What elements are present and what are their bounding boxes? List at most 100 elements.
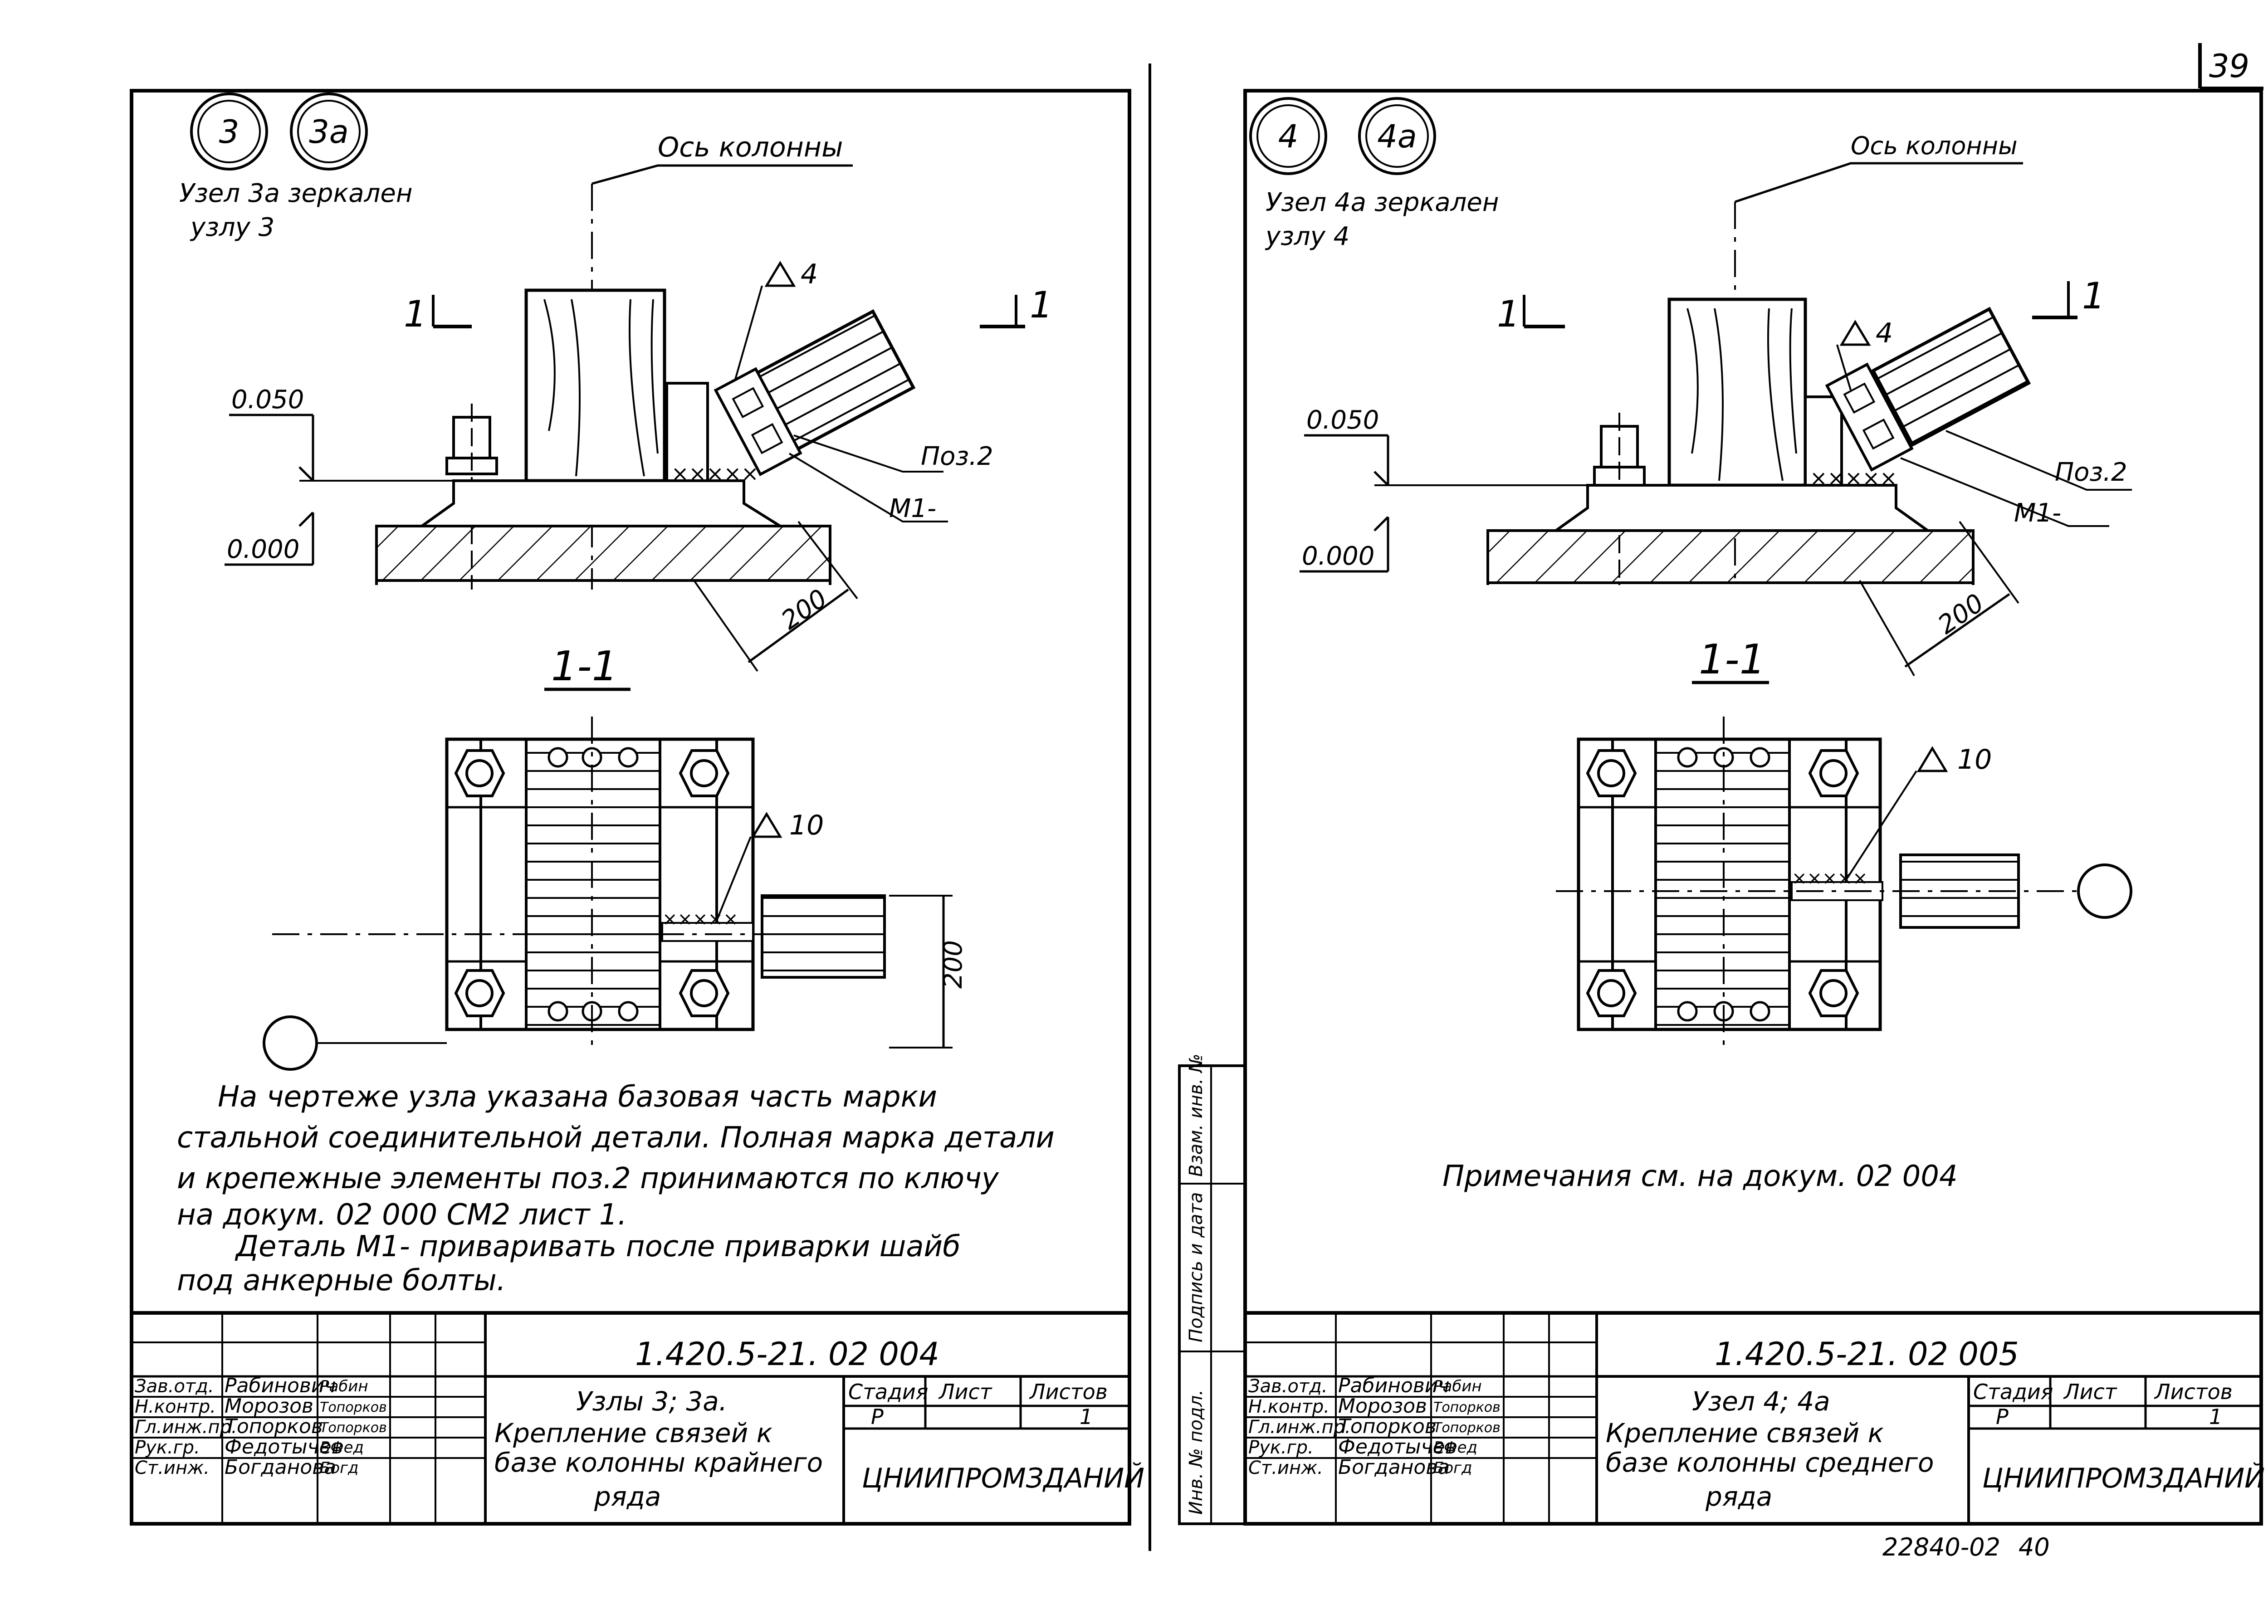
node-marker-3a: 3а [290, 93, 368, 171]
dimension-200: 200 [1933, 588, 1989, 640]
section-plan: ××××× [1556, 717, 2132, 1052]
timber-column [524, 288, 666, 483]
level-bottom: 0.000 [1302, 541, 1374, 571]
role: Рук.гр. [135, 1437, 200, 1458]
timber-brace [1871, 307, 2031, 447]
name: Морозов [1338, 1395, 1427, 1418]
signature: ВФед [320, 1439, 364, 1457]
detail-label: М1- [2014, 498, 2061, 528]
role: Гл.инж.пр. [135, 1417, 237, 1438]
title-line: Крепление связей к [494, 1418, 772, 1448]
sheet-header: Лист [938, 1380, 992, 1404]
signature: Топорков [320, 1420, 387, 1436]
stamp-field: Взам. инв. № [1186, 1053, 1207, 1177]
name: Богданова [1338, 1456, 1450, 1479]
position-label: Поз.2 [2055, 458, 2127, 487]
role: Зав.отд. [135, 1376, 214, 1397]
sheet-right: 4 4а Узел 4а зеркален узлу 4 Ось колонны… [1243, 89, 2265, 1526]
cut-mark-right: 1 [2082, 275, 2105, 317]
name: Топорков [225, 1415, 323, 1438]
stage-value: Р [871, 1405, 884, 1429]
note-line: на докум. 02 000 СМ2 лист 1. [177, 1198, 627, 1232]
weld-mark-top: 4 [1876, 317, 1893, 349]
section-dimension: 200 [938, 940, 968, 989]
signature: Топорков [1433, 1420, 1501, 1436]
footer-number: 40 [2019, 1533, 2050, 1561]
doc-code: 1.420.5-21. 02 005 [1715, 1336, 2019, 1373]
foundation-slab [375, 525, 831, 582]
footer-code: 22840-02 [1882, 1533, 2000, 1561]
node-marker-3: 3 [190, 93, 268, 171]
column-axis-label: Ось колонны [1851, 132, 2018, 160]
node-label: 3 [219, 113, 240, 151]
signature: Топорков [320, 1400, 387, 1415]
name: Рабинович [225, 1374, 336, 1397]
sheets-value: 1 [1080, 1405, 1093, 1429]
weld-mark-top: 4 [801, 258, 818, 290]
org-name: ЦНИИПРОМЗДАНИЙ [1982, 1462, 2265, 1494]
role: Н.контр. [135, 1396, 216, 1417]
title-line: Крепление связей к [1606, 1418, 1884, 1448]
title-line: Узел 4; 4а [1692, 1386, 1830, 1417]
role: Зав.отд. [1248, 1376, 1328, 1397]
doc-code: 1.420.5-21. 02 004 [635, 1336, 939, 1373]
side-stamp: Инв. № подл. Подпись и дата Взам. инв. № [1178, 1053, 1246, 1525]
sheet-header: Лист [2063, 1380, 2117, 1404]
section-title: 1-1 [1699, 636, 1765, 683]
title-line: базе колонны среднего [1606, 1447, 1934, 1478]
timber-column [1667, 297, 1807, 487]
node-marker-4: 4 [1249, 97, 1327, 175]
name: Рабинович [1338, 1374, 1449, 1397]
node-marker-4a: 4а [1358, 97, 1436, 175]
sheet-left: 3 3а Узел 3а зеркален узлу 3 Ось колонны… [130, 89, 1144, 1526]
stage-value: Р [1996, 1405, 2009, 1429]
section-plan: ××××× [263, 717, 886, 1071]
note-line: под анкерные болты. [177, 1264, 506, 1297]
level-top: 0.050 [231, 385, 304, 415]
mirror-note-line2: узлу 4 [1265, 222, 1349, 251]
note-line: и крепежные элементы поз.2 принимаются п… [177, 1162, 999, 1195]
weld-mark-section: 10 [789, 810, 824, 841]
stamp-field: Подпись и дата [1186, 1192, 1207, 1342]
signature: Рабин [1433, 1377, 1482, 1395]
mirror-note-line1: Узел 3а зеркален [179, 179, 412, 208]
name: Федотычев [225, 1435, 343, 1458]
signature: Рабин [320, 1377, 368, 1395]
cut-mark-left: 1 [404, 293, 427, 335]
detail-label: М1- [889, 494, 936, 523]
note-line: На чертеже узла указана базовая часть ма… [218, 1080, 937, 1114]
foundation-slab [1486, 529, 1975, 584]
name: Федотычев [1338, 1435, 1457, 1458]
signature: Богд [1433, 1459, 1472, 1477]
role: Ст.инж. [1248, 1458, 1323, 1478]
node-label: 4а [1377, 118, 1417, 155]
signature: Топорков [1433, 1400, 1501, 1415]
node-label: 3а [309, 113, 348, 151]
position-label: Поз.2 [921, 442, 993, 471]
sheets-header: Листов [1029, 1380, 1108, 1404]
level-bottom: 0.000 [227, 535, 299, 564]
page-number: 39 [2209, 48, 2249, 85]
title-line: ряда [594, 1481, 661, 1512]
title-block: 1.420.5-21. 02 004 Зав.отд. Н.контр. Гл.… [130, 1311, 1144, 1526]
weld-mark-section: 10 [1957, 744, 1992, 775]
section-title: 1-1 [551, 643, 618, 690]
note-line: Деталь М1- приваривать после приварки ша… [235, 1230, 961, 1263]
stage-header: Стадия [1973, 1380, 2053, 1404]
dimension-200: 200 [776, 584, 833, 636]
mirror-note-line1: Узел 4а зеркален [1266, 188, 1499, 217]
role: Гл.инж.пр. [1248, 1417, 1351, 1438]
org-name: ЦНИИПРОМЗДАНИЙ [862, 1462, 1144, 1494]
sheets-value: 1 [2209, 1405, 2222, 1429]
role: Рук.гр. [1248, 1437, 1314, 1458]
name: Морозов [225, 1395, 313, 1418]
svg-text:×××××: ××××× [1792, 868, 1868, 889]
cut-mark-left: 1 [1497, 293, 1520, 335]
column-axis-label: Ось колонны [658, 132, 843, 163]
signature: ВФед [1433, 1439, 1477, 1457]
title-line: базе колонны крайнего [494, 1447, 823, 1478]
role: Н.контр. [1248, 1396, 1330, 1417]
node-label: 4 [1278, 118, 1299, 155]
name: Топорков [1338, 1415, 1437, 1438]
